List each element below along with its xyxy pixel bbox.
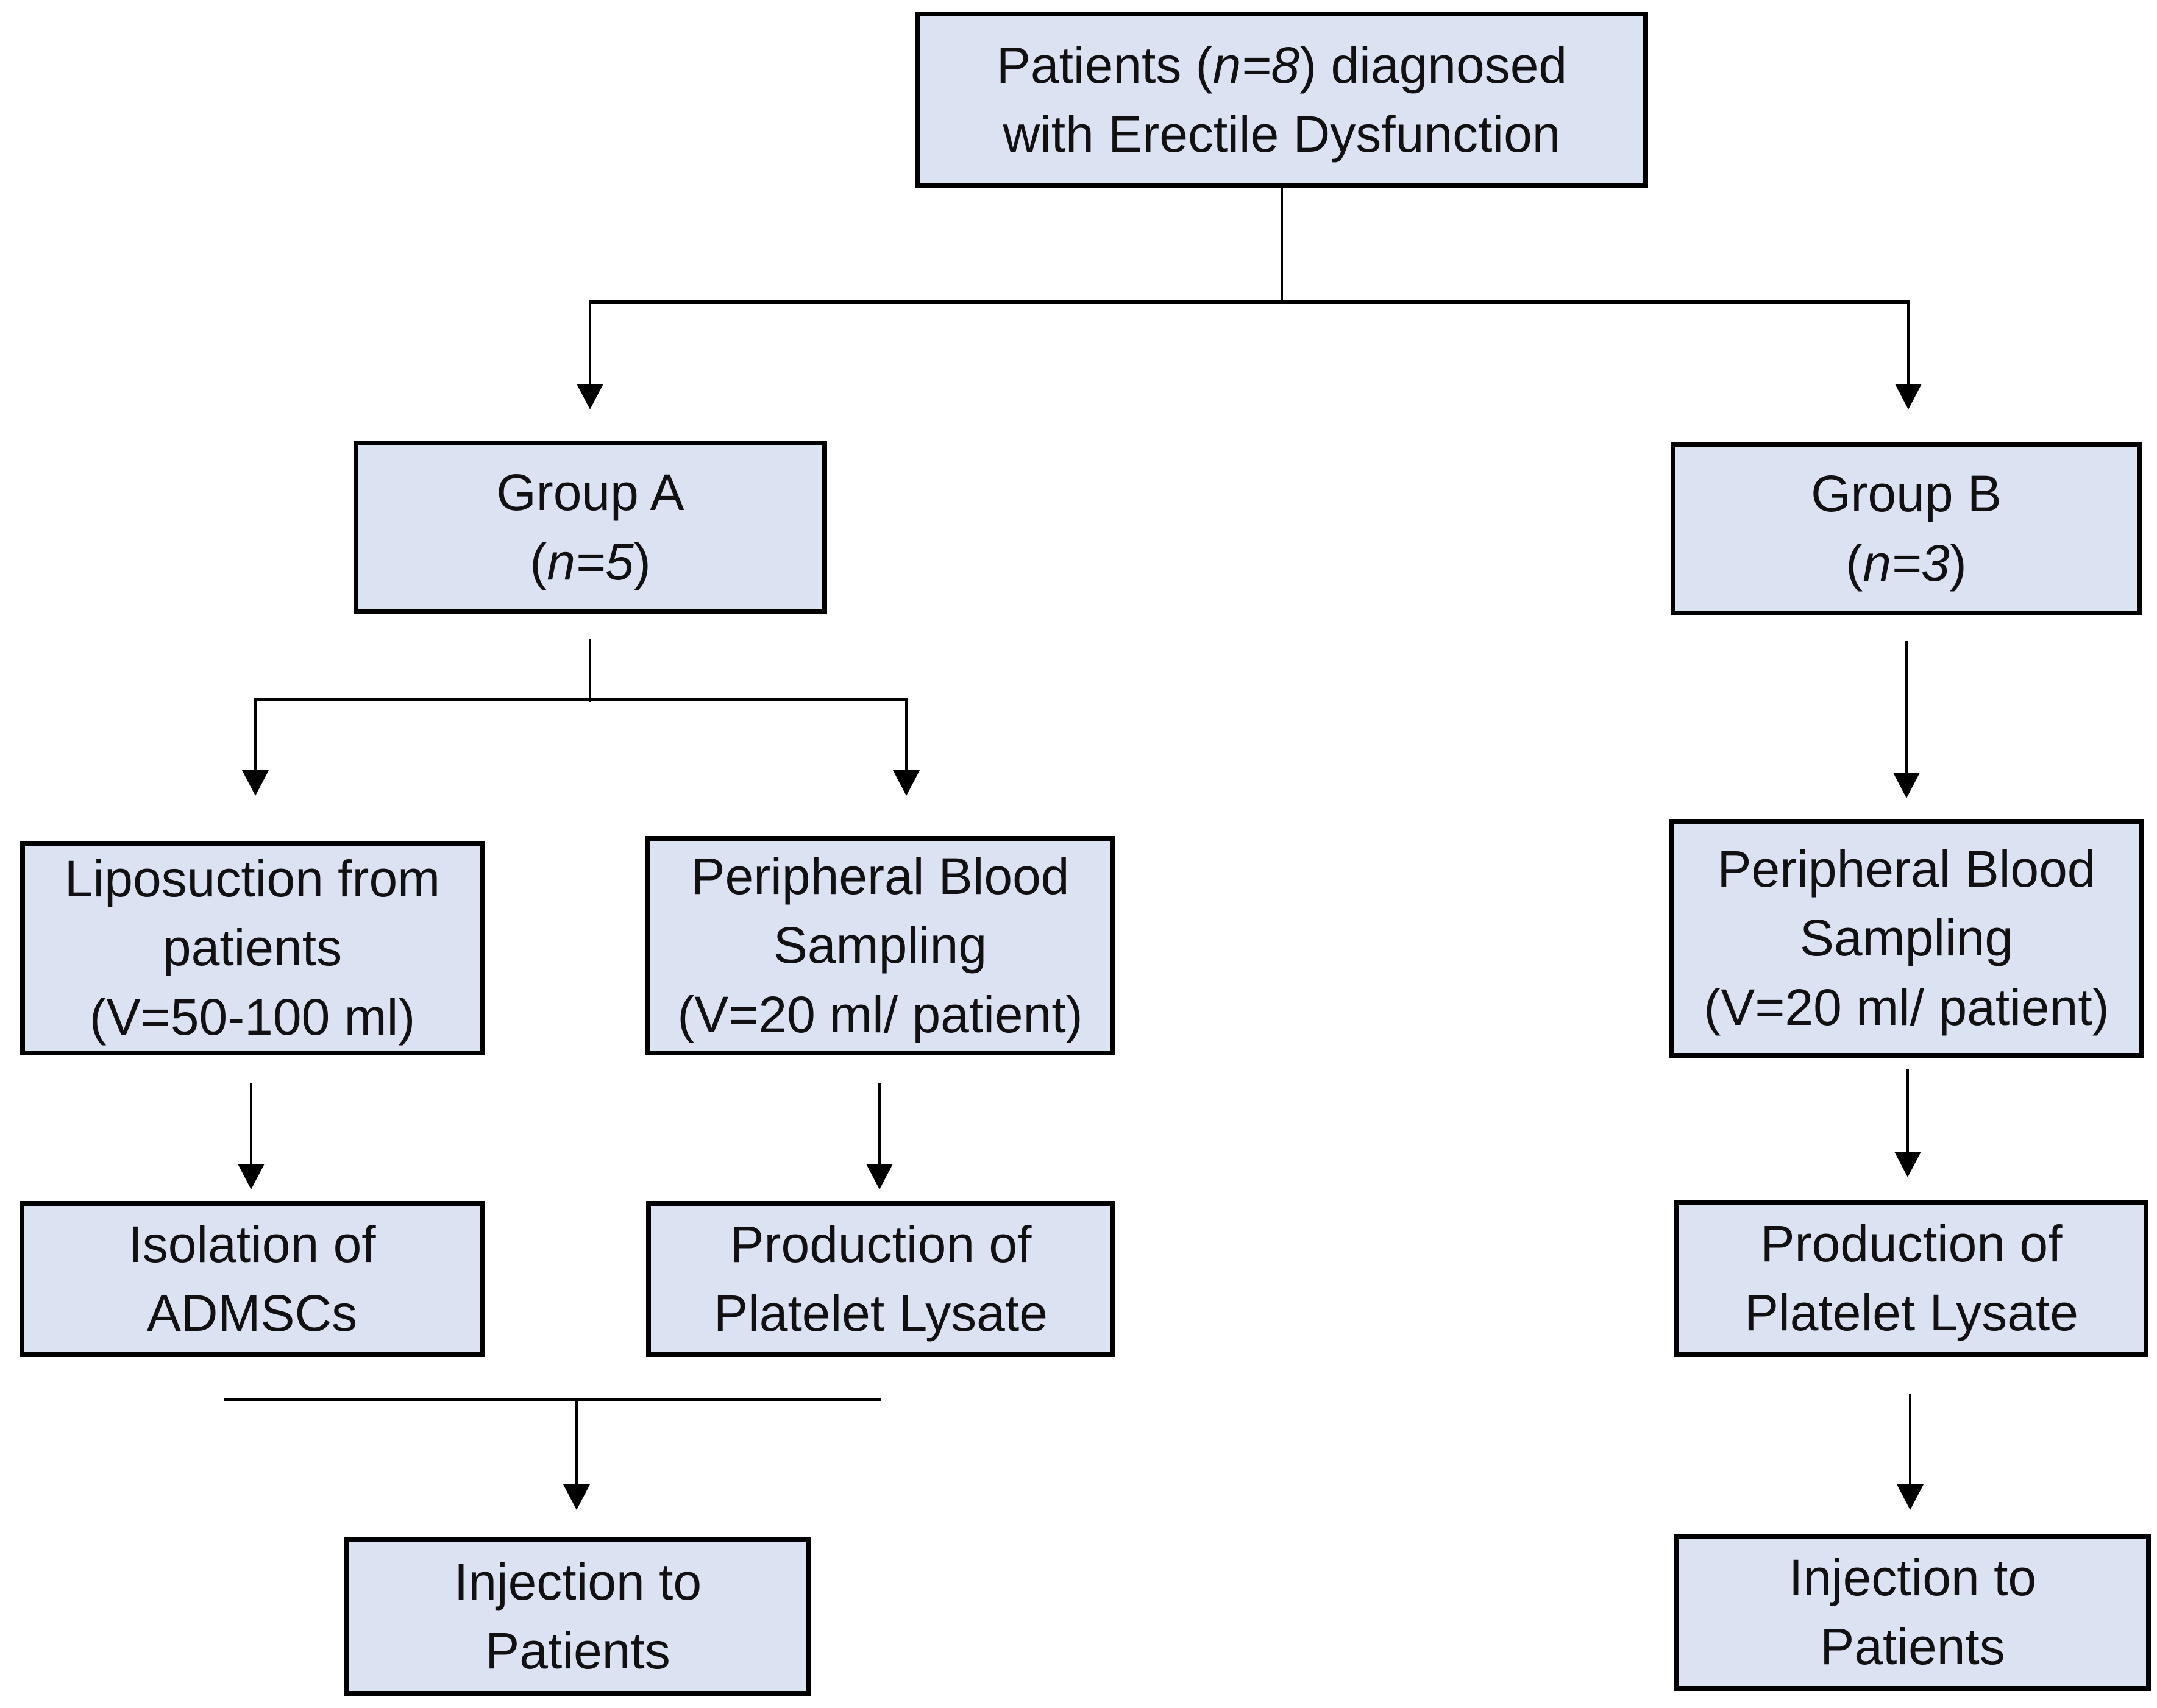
connector-drop-liposuction [254,698,257,773]
box-text-line: Platelet Lysate [1744,1284,2078,1341]
arrowhead-peripheral-b [1893,773,1920,798]
box-text-line: Injection to [453,1553,702,1611]
box-injection-b: Injection to Patients [1674,1534,2151,1691]
box-text-line: Peripheral Blood [1717,840,2096,898]
arrowhead-group-a [577,384,603,409]
connector-peripheral-production-b [1906,1069,1909,1155]
box-text-line: Patients [1820,1618,2005,1675]
box-text-line: Production of [730,1215,1032,1273]
connector-drop-peripheral-a [905,698,908,773]
box-text-line: with Erectile Dysfunction [1003,105,1561,163]
box-text-line: (V=50-100 ml) [89,988,416,1046]
box-text-line: patients [162,919,343,977]
arrowhead-production-b [1894,1152,1921,1177]
box-text-line: Sampling [773,916,987,974]
connector-production-injection-b [1909,1394,1911,1487]
box-text-line: (n=5) [530,533,651,590]
arrowhead-isolation [238,1164,265,1189]
box-text-line: Platelet Lysate [714,1285,1048,1342]
connector-merge-horizontal [224,1398,881,1401]
arrowhead-liposuction [242,770,269,796]
connector-liposuction-isolation [250,1083,252,1168]
box-text-line: (V=20 ml/ patient) [1704,978,2109,1036]
box-text-line: (n=3) [1846,534,1967,592]
box-text-line: Peripheral Blood [691,847,1070,905]
connector-branch2-horizontal [254,698,908,701]
box-text-line: ADMSCs [146,1285,358,1342]
arrowhead-injection-a [563,1484,590,1510]
connector-branch1-horizontal [589,300,1910,304]
box-peripheral-blood-a: Peripheral Blood Sampling (V=20 ml/ pati… [645,836,1115,1055]
box-group-a: Group A (n=5) [354,441,827,614]
box-isolation-admscs: Isolation of ADMSCs [20,1201,485,1357]
box-text-line: Patients (n=8) diagnosed [996,36,1568,94]
box-text-line: Isolation of [128,1215,376,1273]
arrowhead-peripheral-a [893,770,920,796]
connector-group-a-riser [589,639,591,702]
connector-group-b-peripheral [1905,641,1908,775]
connector-drop-group-a [589,300,591,386]
connector-merge-drop [575,1398,578,1487]
box-text-line: (V=20 ml/ patient) [677,985,1083,1043]
arrowhead-production-a [866,1164,893,1189]
connector-drop-group-b [1907,300,1910,386]
arrowhead-injection-b [1897,1484,1924,1510]
box-injection-a: Injection to Patients [344,1537,811,1696]
connector-peripheral-production-a [878,1083,881,1168]
box-group-b: Group B (n=3) [1671,442,2142,615]
box-liposuction: Liposuction from patients (V=50-100 ml) [20,841,485,1055]
box-patients-diagnosed: Patients (n=8) diagnosed with Erectile D… [915,12,1648,188]
box-production-lysate-a: Production of Platelet Lysate [646,1201,1115,1357]
box-text-line: Patients [485,1622,670,1679]
box-text-line: Injection to [1788,1548,2037,1606]
box-text-line: Sampling [1799,909,2014,967]
arrowhead-group-b [1895,384,1922,409]
box-text-line: Group B [1811,465,2002,523]
box-text-line: Liposuction from [64,849,441,907]
box-text-line: Production of [1760,1214,2063,1272]
box-production-lysate-b: Production of Platelet Lysate [1674,1200,2148,1357]
box-text-line: Group A [496,464,684,522]
connector-top-riser [1281,188,1283,303]
box-peripheral-blood-b: Peripheral Blood Sampling (V=20 ml/ pati… [1669,819,2144,1058]
